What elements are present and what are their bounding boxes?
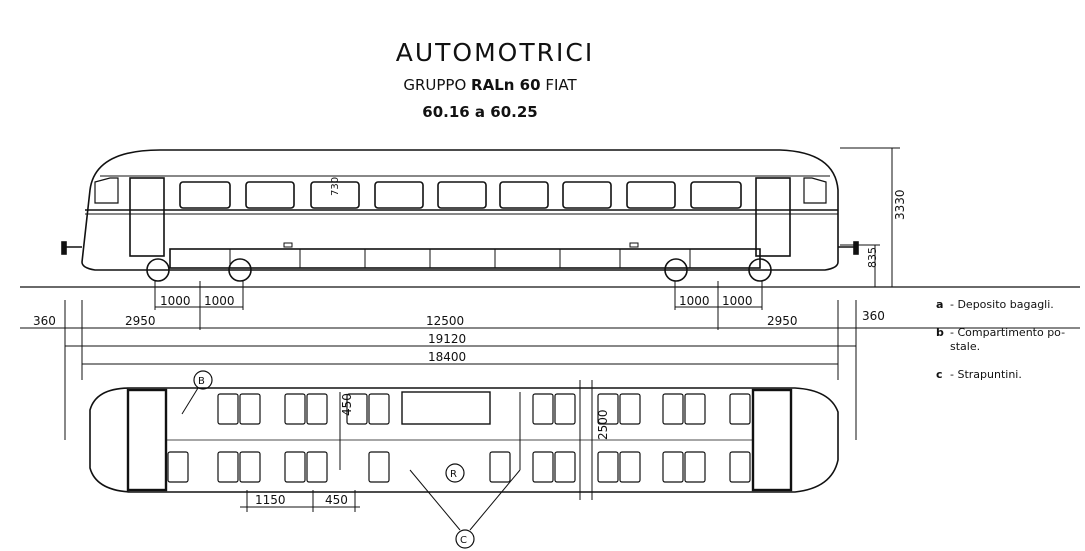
legend-item-a: a - Deposito bagagli. <box>936 298 1065 312</box>
dim-end-right: 360 <box>862 309 885 323</box>
dim-bogie-left-1: 1000 <box>160 294 191 308</box>
callout-b: B <box>198 376 205 387</box>
drawing-title: AUTOMOTRICI <box>395 38 595 67</box>
legend-item-b: b - Compartimento po- <box>936 326 1065 340</box>
seat-rows <box>167 393 751 483</box>
subtitle-prefix: GRUPPO <box>403 76 472 94</box>
callout-b-circle <box>193 370 213 390</box>
dim-total-height: 3330 <box>893 189 907 220</box>
dim-floor-height: 835 <box>866 247 879 268</box>
dim-seat-pitch: 450 <box>340 393 354 416</box>
dim-window-height: 730 <box>330 177 341 196</box>
callout-c-circle <box>455 529 475 549</box>
overall-dimension-lines <box>20 300 1080 440</box>
dim-body-width: 2500 <box>596 409 610 440</box>
plan-view <box>89 380 839 531</box>
side-windows <box>179 181 742 209</box>
subtitle-model: RALn 60 <box>471 76 541 94</box>
dim-body-length: 18400 <box>428 350 466 364</box>
dim-overhang-left: 2950 <box>125 314 156 328</box>
dim-bogie-left-2: 1000 <box>204 294 235 308</box>
callout-c: C <box>460 535 467 546</box>
dim-end-left: 360 <box>33 314 56 328</box>
subtitle-suffix: FIAT <box>540 76 577 94</box>
legend-item-c: c - Strapuntini. <box>936 368 1065 382</box>
number-range: 60.16 a 60.25 <box>422 103 538 121</box>
dim-bottom-1: 1150 <box>255 493 286 507</box>
side-elevation <box>61 149 859 282</box>
side-dimension-lines <box>154 147 900 330</box>
callout-r-circle <box>445 463 465 483</box>
legend-item-b-cont: stale. <box>936 340 1065 354</box>
dim-bogie-right-1: 1000 <box>679 294 710 308</box>
legend-text-a: - Deposito bagagli. <box>950 298 1054 311</box>
legend-text-b: - Compartimento po- <box>950 326 1066 339</box>
dim-bogie-right-2: 1000 <box>722 294 753 308</box>
legend-text-c: - Strapuntini. <box>950 368 1022 381</box>
legend-key-a: a <box>936 298 944 311</box>
callout-r: R <box>450 469 457 480</box>
legend: a - Deposito bagagli. b - Compartimento po… <box>936 298 1065 382</box>
dim-bottom-2: 450 <box>325 493 348 507</box>
legend-key-b: b <box>936 326 944 339</box>
dim-wheelbase: 12500 <box>426 314 464 328</box>
dim-overhang-right: 2950 <box>767 314 798 328</box>
dim-length-over-buffers: 19120 <box>428 332 466 346</box>
legend-key-c: c <box>936 368 943 381</box>
drawing-subtitle: GRUPPO RALn 60 FIAT <box>0 76 980 94</box>
legend-text-b-cont: stale. <box>950 340 981 353</box>
